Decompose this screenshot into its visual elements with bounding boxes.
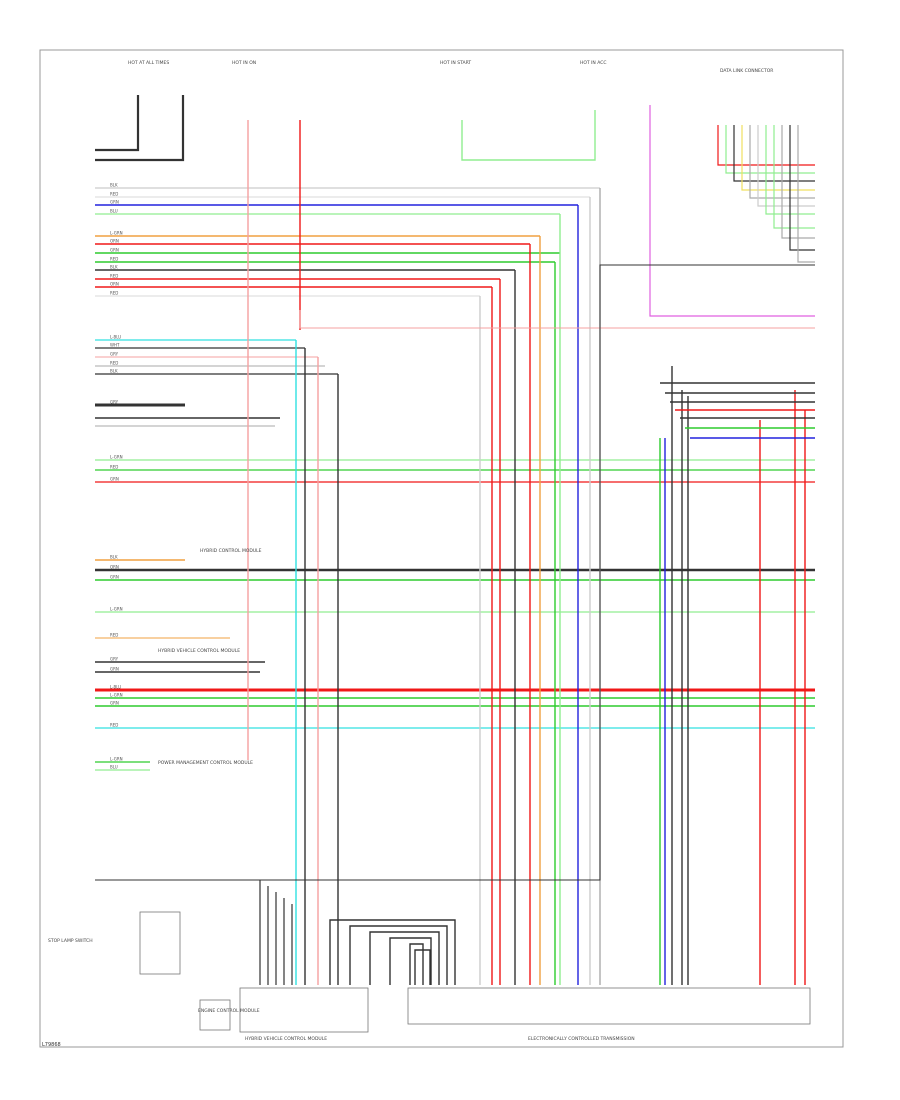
top-component-label: HOT IN START <box>440 60 471 66</box>
right-stack-wire <box>741 125 815 191</box>
hybrid-module-label: HYBRID VEHICLE CONTROL MODULE <box>245 1036 327 1042</box>
top-component-label: HOT IN ACC <box>580 60 607 66</box>
side-component-label: STOP LAMP SWITCH <box>48 938 93 944</box>
wire-color-label: GRY <box>110 400 119 405</box>
transmission-module-label: ELECTRONICALLY CONTROLLED TRANSMISSION <box>528 1036 635 1042</box>
wire-color-label: GRN <box>110 701 119 706</box>
label-layer: BLK RED GRN BLU L-GRN ORN GRN RED BLK RED ORN RED L-… <box>110 183 123 770</box>
wire-color-label: GRY <box>110 352 119 357</box>
wire-color-label: GRN <box>110 667 119 672</box>
diagram-code-label: L79868 <box>42 1042 61 1048</box>
wire-color-label: BLK <box>110 555 118 560</box>
wire-color-label: BLK <box>110 369 118 374</box>
wire-color-label: L-GRN <box>110 693 123 698</box>
violet-wire <box>649 105 815 317</box>
diagram-border <box>39 49 844 1048</box>
wire-color-label: ORN <box>110 565 119 570</box>
wire-color-label: ORN <box>110 282 119 287</box>
right-stack-wire <box>765 125 815 215</box>
ground-wire <box>95 95 140 152</box>
side-component-label: HYBRID VEHICLE CONTROL MODULE <box>158 648 240 654</box>
wire-color-label: L-BLU <box>110 685 121 690</box>
wire-color-label: RED <box>110 192 118 197</box>
wire-color-label: BLK <box>110 265 118 270</box>
wire-color-label: RED <box>110 723 118 728</box>
right-stack-wire <box>789 125 815 251</box>
bottom-fuse-box <box>199 999 231 1031</box>
wire-layer <box>95 95 815 985</box>
long-return-wire <box>95 264 815 881</box>
top-component-label: DATA LINK CONNECTOR <box>720 68 773 74</box>
wire-color-label: ORN <box>110 239 119 244</box>
ladder-wire <box>409 943 424 985</box>
ladder-wire <box>349 925 448 985</box>
right-stack-wire <box>773 125 815 229</box>
wire-color-label: BLK <box>110 183 118 188</box>
left-component-box <box>139 911 181 975</box>
wire-color-label: RED <box>110 291 118 296</box>
wire-color-label: RED <box>110 257 118 262</box>
right-stack-wire <box>717 125 815 166</box>
ladder-wire <box>369 931 440 985</box>
pink-wire <box>299 310 815 329</box>
wire-color-label: L-BLU <box>110 335 121 340</box>
wire-color-label: GRN <box>110 200 119 205</box>
link-wire <box>461 110 596 161</box>
right-stack-wire <box>781 125 815 239</box>
right-stack-wire <box>733 125 815 182</box>
right-stack-wire <box>757 125 815 207</box>
wire-color-label: L-GRN <box>110 231 123 236</box>
wire-color-label: RED <box>110 274 118 279</box>
ladder-wire <box>329 919 456 985</box>
right-stack-wire <box>725 125 815 174</box>
wire-color-label: RED <box>110 633 118 638</box>
wire-color-label: BLU <box>110 209 118 214</box>
ground-wire <box>95 95 185 162</box>
right-stack-wire <box>749 125 815 199</box>
transmission-module-box <box>407 987 811 1025</box>
wire-color-label: GRY <box>110 657 119 662</box>
top-component-label: HOT IN ON <box>232 60 256 66</box>
wire-color-label: GRN <box>110 575 119 580</box>
wire-color-label: BLU <box>110 765 118 770</box>
hybrid-module-box <box>239 987 369 1033</box>
wire-color-label: L-GRN <box>110 455 123 460</box>
wire-color-label: WHT <box>110 343 120 348</box>
ladder-wire <box>389 937 432 985</box>
wire-color-label: GRN <box>110 248 119 253</box>
side-component-label: POWER MANAGEMENT CONTROL MODULE <box>158 760 253 766</box>
side-component-label: ENGINE CONTROL MODULE <box>198 1008 260 1014</box>
wire-color-label: L-GRN <box>110 607 123 612</box>
top-component-label: HOT AT ALL TIMES <box>128 60 169 66</box>
wire-color-label: RED <box>110 361 118 366</box>
ladder-wire <box>414 949 431 985</box>
right-stack-wire <box>797 125 815 263</box>
wire-color-label: L-GRN <box>110 757 123 762</box>
wire-color-label: RED <box>110 465 118 470</box>
wire-color-label: GRN <box>110 477 119 482</box>
side-component-label: HYBRID CONTROL MODULE <box>200 548 262 554</box>
